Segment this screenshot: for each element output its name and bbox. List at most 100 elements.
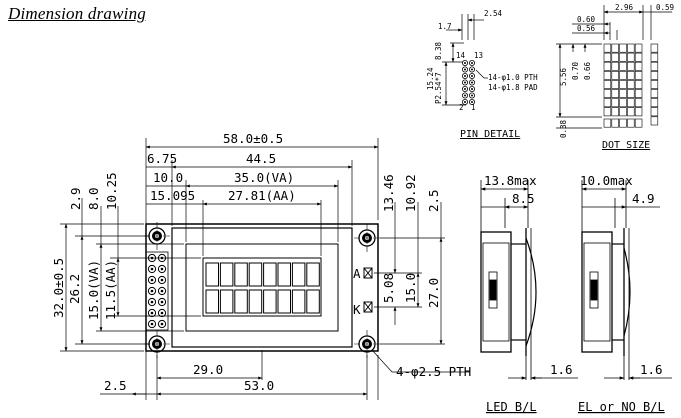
pin-detail-caption: PIN DETAIL <box>460 129 520 140</box>
dot-cell <box>634 107 643 117</box>
dot-cell <box>603 52 612 62</box>
dim-overall-width: 58.0±0.5 <box>223 131 283 146</box>
dot-cell <box>619 71 627 80</box>
active-area <box>202 257 322 317</box>
dim-va-width: 35.0(VA) <box>234 170 294 185</box>
next-char-dot-cell <box>650 98 659 108</box>
pin-detail-labels: 1.7 2.54 8.38 15.24 P2.54*7 14 13 2 1 14… <box>426 9 538 140</box>
dot-dim-5-56: 5.56 <box>559 67 568 86</box>
pin-dim-15-24: 15.24 <box>426 67 435 90</box>
next-char-dot-cell <box>650 52 659 62</box>
dot-dim-0-59: 0.59 <box>656 3 674 12</box>
dot-cell <box>634 61 643 71</box>
led-dim-8-5: 8.5 <box>512 191 535 206</box>
dim-44-5: 44.5 <box>246 151 276 166</box>
pin-note-pth: 14-φ1.0 PTH <box>488 73 538 82</box>
pin-label-k: K <box>353 302 361 317</box>
pin-pad-hole <box>464 75 466 77</box>
dim-29-0: 29.0 <box>193 362 223 377</box>
connector-pad-hole <box>160 311 164 315</box>
dot-dim-0-38: 0.38 <box>559 119 568 138</box>
dot-cell <box>634 89 643 98</box>
pin-pad-hole <box>471 101 473 103</box>
pin-pad-hole <box>464 94 466 97</box>
character-cell <box>306 289 320 314</box>
character-cell <box>234 289 248 314</box>
character-cell <box>263 289 277 314</box>
connector-pad-hole <box>160 300 164 304</box>
next-char-dot-cell <box>650 43 659 53</box>
dot-cell <box>611 61 619 71</box>
character-cell <box>219 262 234 287</box>
dim-53-0: 53.0 <box>244 378 274 393</box>
next-char-dot-cell <box>650 71 659 80</box>
connector-pad-hole <box>150 278 154 282</box>
pin-dim-2-54: 2.54 <box>484 9 503 18</box>
led-caption: LED B/L <box>486 400 537 414</box>
dim-13-46: 13.46 <box>381 174 396 212</box>
front-labels: 58.0±0.5 44.5 6.75 35.0(VA) 10.0 27.81(A… <box>51 131 471 393</box>
pin-dim-pitch: P2.54*7 <box>434 72 443 104</box>
character-cell <box>277 262 291 287</box>
dim-2-9: 2.9 <box>68 187 83 210</box>
dot-cell <box>603 71 612 80</box>
next-char-dot-cell <box>650 107 659 117</box>
dot-cell <box>619 107 627 117</box>
dim-26-2: 26.2 <box>67 274 82 304</box>
el-dim-4-9: 4.9 <box>632 191 655 206</box>
dot-cell <box>603 98 612 108</box>
connector-pad-hole <box>150 311 154 315</box>
pin-pad-hole <box>471 62 473 64</box>
pin-note-pad: 14-φ1.8 PAD <box>488 83 538 92</box>
connector-pad-hole <box>160 278 164 282</box>
pin-label-13: 13 <box>474 51 483 60</box>
character-cell <box>248 262 263 287</box>
dim-10-0: 10.0 <box>153 170 183 185</box>
dot-cell <box>611 107 619 117</box>
dot-cell <box>634 52 643 62</box>
pin-pad-hole <box>471 88 473 90</box>
dim-6-75: 6.75 <box>147 151 177 166</box>
backlight-pads <box>363 267 373 313</box>
cursor-dot-cell <box>603 118 612 128</box>
connector-pad-hole <box>150 289 154 293</box>
connector-pad-hole <box>160 267 164 271</box>
dim-15-0: 15.0 <box>403 273 418 303</box>
holes-note: 4-φ2.5 PTH <box>396 364 471 379</box>
dot-cell <box>619 52 627 62</box>
dot-dim-0-66: 0.66 <box>583 61 592 80</box>
side-view-el <box>581 180 672 380</box>
pin-label-14: 14 <box>456 51 466 60</box>
dim-10-25: 10.25 <box>104 172 119 210</box>
cursor-dot-cell <box>627 118 635 128</box>
dim-2-5-right: 2.5 <box>426 189 441 212</box>
next-char-dot-cell <box>650 116 659 126</box>
pin-dim-1-7: 1.7 <box>438 22 452 31</box>
pin-pad-hole <box>471 81 473 84</box>
dot-cell <box>611 89 619 98</box>
cursor-dot-cell <box>611 118 619 128</box>
dot-cell <box>611 98 619 108</box>
dot-cell <box>634 98 643 108</box>
dim-27-0: 27.0 <box>426 278 441 308</box>
character-cell <box>234 262 248 287</box>
pin-label-1: 1 <box>471 103 476 112</box>
dot-cell <box>611 52 619 62</box>
connector-pads <box>147 253 167 329</box>
dot-dim-0-70: 0.70 <box>571 61 580 80</box>
connector-pad-hole <box>150 267 154 271</box>
pin-pad-hole <box>464 88 466 90</box>
character-cell <box>277 289 291 314</box>
dim-aa-width: 27.81(AA) <box>228 188 296 203</box>
dot-cell <box>603 107 612 117</box>
character-cell <box>248 289 263 314</box>
pcb-outline <box>145 223 379 352</box>
character-cells <box>205 262 320 314</box>
dim-5-08: 5.08 <box>381 273 396 303</box>
pin-pad-hole <box>471 68 473 71</box>
pin-pad-hole <box>464 101 466 103</box>
character-cell <box>263 262 277 287</box>
dot-cell <box>619 98 627 108</box>
el-thickness: 10.0max <box>580 173 633 188</box>
pin-label-a: A <box>353 266 361 281</box>
